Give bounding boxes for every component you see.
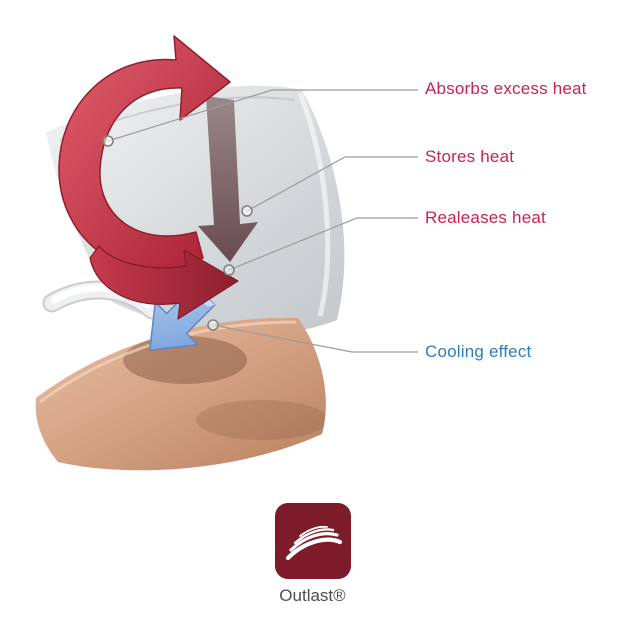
label-cooling-effect: Cooling effect	[425, 342, 532, 361]
skin-soft-shadow	[196, 400, 326, 440]
leader-cooling	[212, 324, 418, 353]
label-releases-heat: Realeases heat	[425, 208, 546, 227]
label-stores-heat: Stores heat	[425, 147, 515, 166]
stored-heat-down-arrow	[198, 96, 258, 262]
leader-releases	[228, 217, 418, 271]
label-absorbs-excess-heat: Absorbs excess heat	[425, 79, 587, 98]
leader-absorbs	[107, 89, 418, 142]
leader-stores	[246, 156, 418, 212]
heat-cycle-ring-arrow	[58, 35, 231, 271]
brand-logo: Outlast®	[0, 502, 625, 606]
leader-dots	[102, 135, 253, 331]
outlast-logo-icon	[274, 503, 351, 579]
released-heat-arrow	[89, 245, 239, 320]
leader-lines	[107, 89, 418, 353]
brand-name: Outlast®	[279, 586, 346, 605]
